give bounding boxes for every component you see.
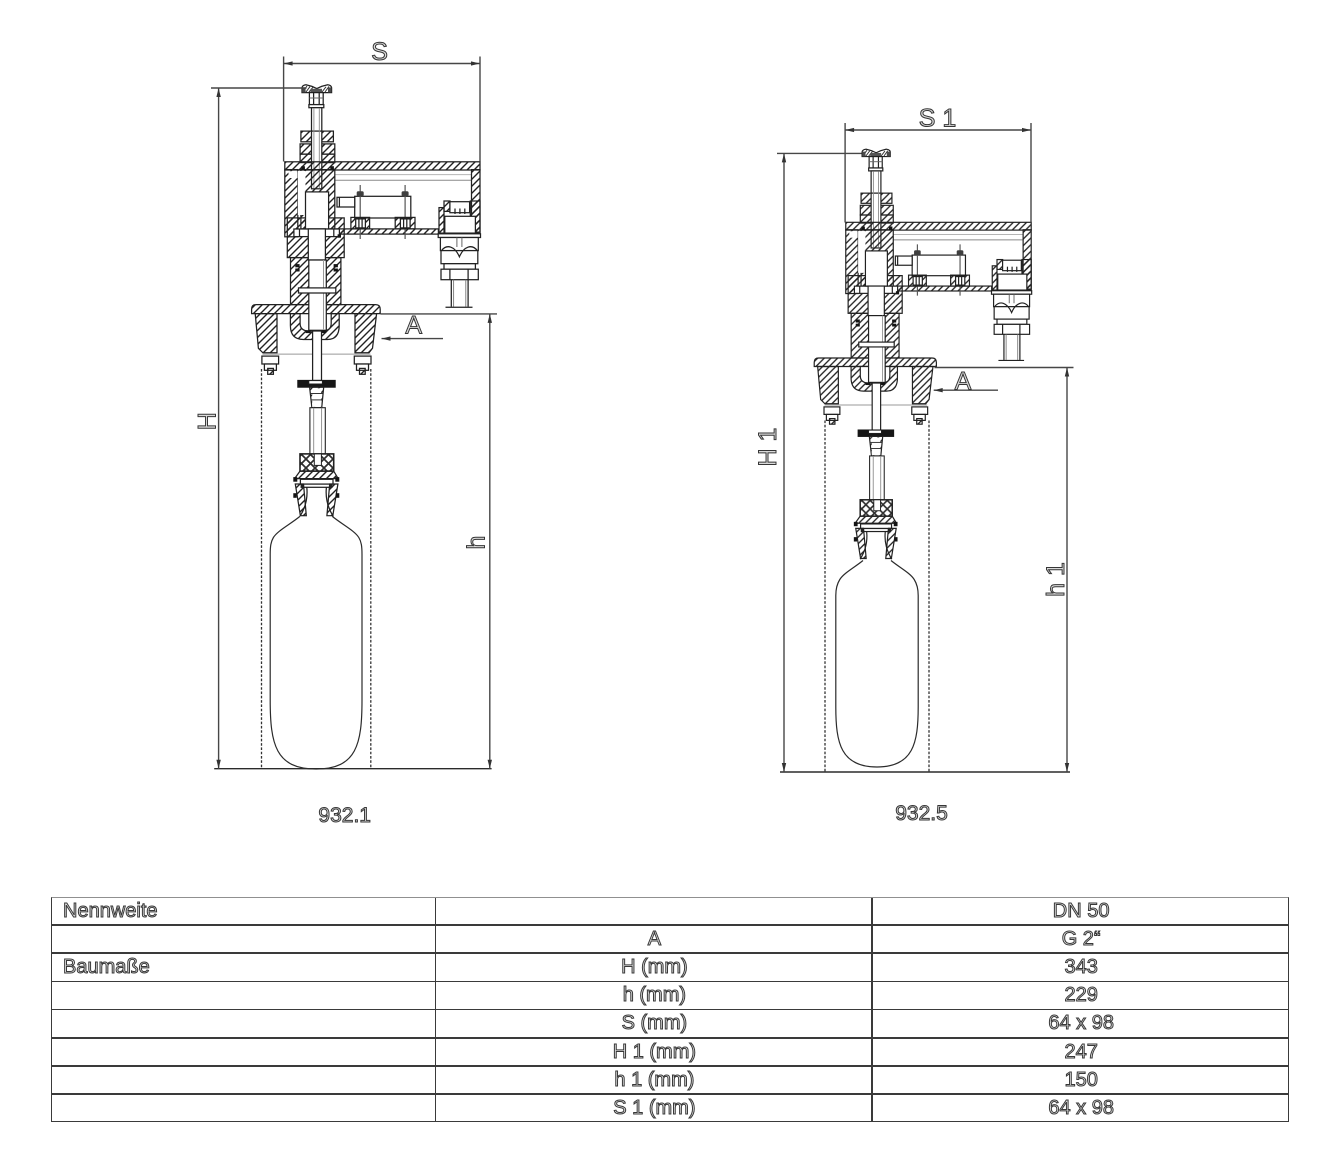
svg-text:H 1: H 1 <box>754 428 782 467</box>
svg-text:S 1: S 1 <box>919 105 957 133</box>
svg-text:932.1: 932.1 <box>318 804 371 827</box>
svg-text:h 1: h 1 <box>1042 562 1070 597</box>
svg-text:H: H <box>194 412 222 430</box>
svg-text:A: A <box>405 311 422 339</box>
svg-text:A: A <box>955 368 972 396</box>
svg-text:S: S <box>371 38 388 66</box>
svg-text:h: h <box>463 536 491 550</box>
svg-text:932.5: 932.5 <box>895 802 948 825</box>
